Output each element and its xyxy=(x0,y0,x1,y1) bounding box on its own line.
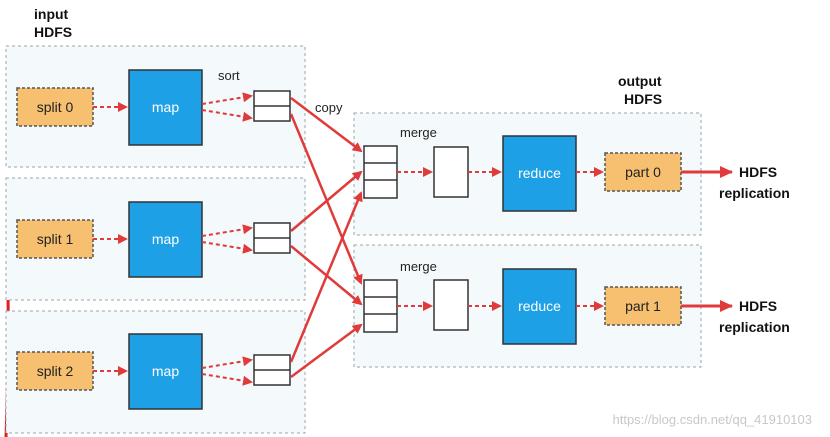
output-label-line1: output xyxy=(618,73,662,89)
copy-arrow-0-1 xyxy=(289,113,363,285)
part-label-1: part 1 xyxy=(625,298,661,314)
hdfs-replication-0-line1: HDFS xyxy=(739,164,777,180)
merge-input-stack-0 xyxy=(363,145,398,199)
merge-input-stack-1 xyxy=(363,279,398,333)
merge-label-1: merge xyxy=(400,259,437,274)
copy-label: copy xyxy=(315,100,343,115)
part-label-0: part 0 xyxy=(625,164,661,180)
arrow-map-sort-1a xyxy=(201,224,253,237)
arrow-map-sort-0b xyxy=(201,109,253,122)
input-label-line2: HDFS xyxy=(34,24,72,40)
watermark-text: https://blog.csdn.net/qq_41910103 xyxy=(612,412,813,427)
map-box-0 xyxy=(128,69,203,146)
reduce-label-1: reduce xyxy=(518,298,561,314)
reduce-label-0: reduce xyxy=(518,165,561,181)
map-label-2: map xyxy=(152,363,179,379)
split-label-2: split 2 xyxy=(37,363,74,379)
arrow-map-sort-1b xyxy=(201,241,253,254)
copy-arrow-0-0 xyxy=(290,97,363,153)
split-box-1 xyxy=(16,219,94,259)
reduce-box-0 xyxy=(502,135,577,212)
hdfs-replication-0-line2: replication xyxy=(719,185,790,201)
hdfs-replication-1-line1: HDFS xyxy=(739,298,777,314)
map-box-1 xyxy=(128,201,203,278)
merge-output-0 xyxy=(433,146,469,198)
copy-arrow-2-0 xyxy=(289,191,363,363)
sort-label: sort xyxy=(218,68,240,83)
split-label-0: split 0 xyxy=(37,99,74,115)
output-label-line2: HDFS xyxy=(624,91,662,107)
reduce-box-1 xyxy=(502,268,577,345)
input-label-line1: input xyxy=(34,6,69,22)
map-label-1: map xyxy=(152,231,179,247)
split-label-1: split 1 xyxy=(37,231,74,247)
arrow-map-sort-0a xyxy=(201,92,253,105)
part-box-0 xyxy=(604,152,682,192)
map-label-0: map xyxy=(152,99,179,115)
arrow-map-sort-2b xyxy=(201,373,253,386)
arrow-map-sort-2a xyxy=(201,356,253,369)
merge-output-1 xyxy=(433,279,469,331)
copy-arrow-1-0 xyxy=(290,170,363,232)
hdfs-replication-1-line2: replication xyxy=(719,319,790,335)
merge-label-0: merge xyxy=(400,125,437,140)
copy-arrow-2-1 xyxy=(290,323,363,379)
map-box-2 xyxy=(128,333,203,410)
